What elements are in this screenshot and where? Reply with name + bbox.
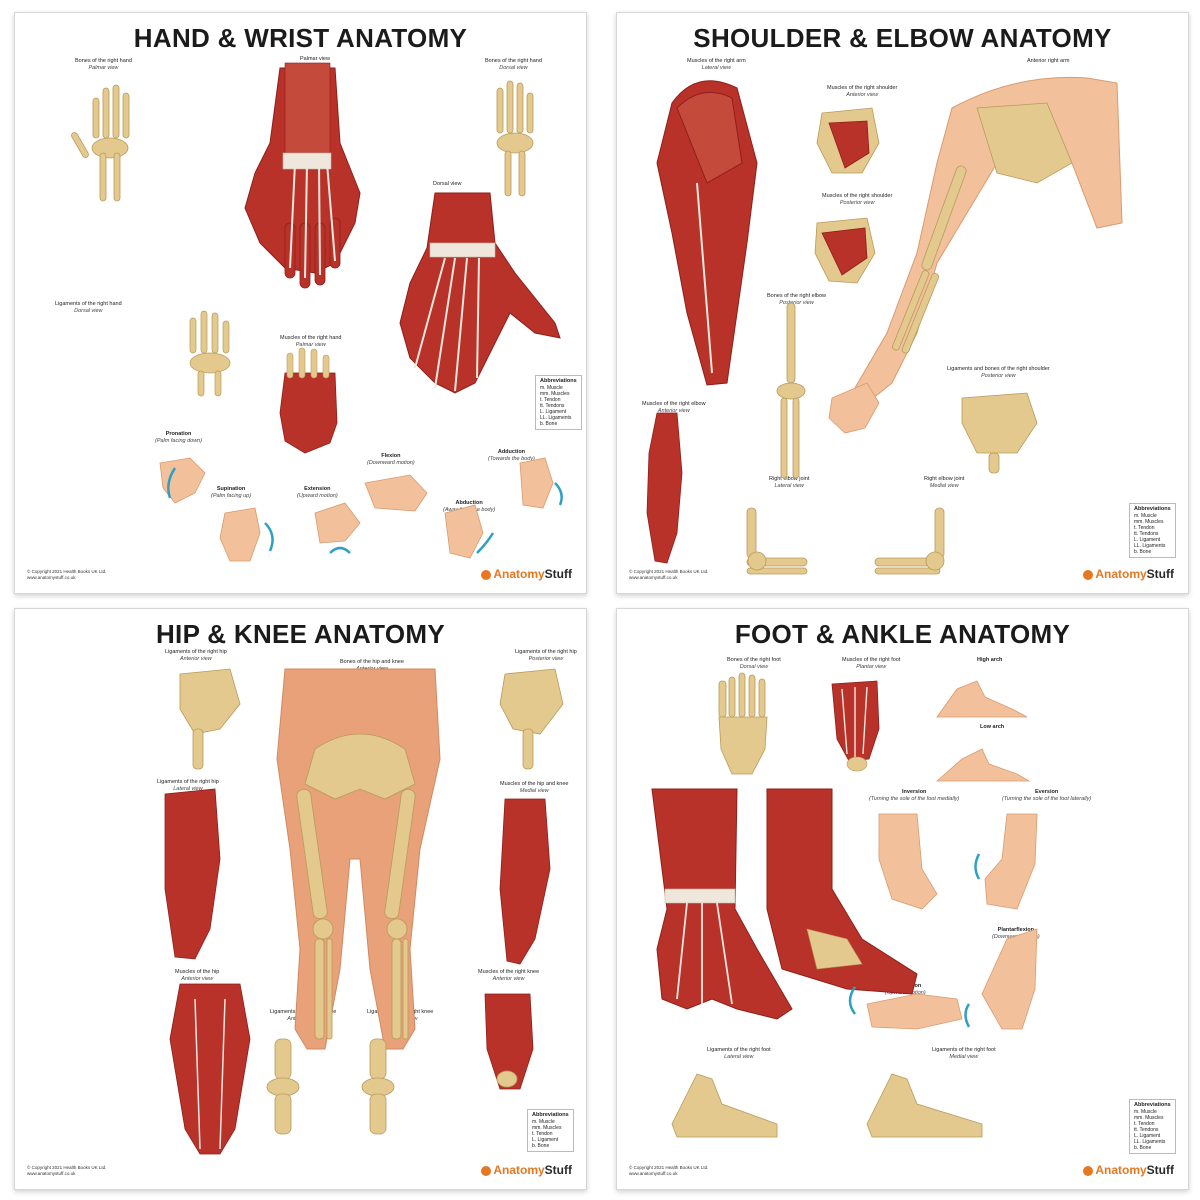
motion-label-eversion: Eversion(Turning the sole of the foot la… xyxy=(1002,789,1092,802)
fig-label-anterior-arm: Anterior right arm xyxy=(1027,58,1070,64)
elbow-bones-posterior-figure xyxy=(776,302,806,479)
copyright: © Copyright 2021 Health Books UK Ltd.www… xyxy=(27,1165,107,1176)
knee-muscles-figure xyxy=(484,993,534,1090)
leg-foot-medial-figure xyxy=(766,788,918,995)
poster-title: SHOULDER & ELBOW ANATOMY xyxy=(693,23,1112,53)
motion-arrows xyxy=(167,467,563,554)
foot-ankle-illustrations xyxy=(651,672,1038,1138)
hand-bones-dorsal-figure xyxy=(496,80,534,197)
shoulder-anterior-figure xyxy=(816,107,880,174)
leg-foot-anterior-figure xyxy=(651,788,793,1020)
anatomystuff-logo: AnatomyStuff xyxy=(481,567,572,581)
foot-ligaments-figures xyxy=(671,1073,983,1138)
hip-knee-body-figure xyxy=(276,668,441,1050)
shoulder-elbow-illustrations xyxy=(646,76,1123,575)
fig-label-dorsal-view: Dorsal view xyxy=(433,181,462,187)
fig-label-palmar-view: Palmar view xyxy=(300,56,330,62)
motion-label-extension: Extension(Upward motion) xyxy=(297,486,338,499)
copyright: © Copyright 2021 Health Books UK Ltd.www… xyxy=(629,569,709,580)
hand-ligaments-figure xyxy=(189,310,231,397)
motion-label-adduction: Adduction(Towards the body) xyxy=(488,449,535,462)
poster-title: FOOT & ANKLE ANATOMY xyxy=(734,619,1071,649)
elbow-joint-figures xyxy=(746,507,945,575)
foot-flexion-figures xyxy=(866,928,1038,1030)
motion-label-flexion: Flexion(Downward motion) xyxy=(367,453,415,466)
motion-label-inversion: Inversion(Turning the sole of the foot m… xyxy=(869,789,960,802)
motion-arrows xyxy=(848,853,981,1028)
poster-foot-ankle: FOOT & ANKLE ANATOMY Bones of the right … xyxy=(616,608,1189,1190)
hand-muscles-small-figure xyxy=(279,347,338,454)
thigh-muscles-medial-figure xyxy=(499,798,551,965)
fig-label-ligaments-shoulder: Ligaments and bones of the right shoulde… xyxy=(947,366,1050,379)
fig-label-low-arch: Low arch xyxy=(980,724,1005,730)
foot-inversion-eversion-figures xyxy=(878,813,1038,910)
poster-shoulder-elbow: SHOULDER & ELBOW ANATOMY Muscles of the … xyxy=(616,12,1189,594)
motion-label-supination: Supination(Palm facing up) xyxy=(211,486,252,499)
poster-title: HAND & WRIST ANATOMY xyxy=(133,23,468,53)
copyright: © Copyright 2021 Health Books UK Ltd.www… xyxy=(629,1165,709,1176)
poster-hip-knee: HIP & KNEE ANATOMY Ligaments of the righ… xyxy=(14,608,587,1190)
anatomystuff-logo: AnatomyStuff xyxy=(481,1163,572,1177)
foot-bones-dorsal-figure xyxy=(718,672,768,775)
hip-ligaments-anterior-figure xyxy=(179,668,241,770)
hip-ligaments-posterior-figure xyxy=(499,668,564,770)
foot-arch-figures xyxy=(935,680,1031,782)
anatomystuff-logo: AnatomyStuff xyxy=(1083,1163,1174,1177)
foot-muscles-plantar-figure xyxy=(831,680,880,772)
hand-motion-figures xyxy=(159,457,554,562)
hand-dorsal-figure xyxy=(399,192,561,394)
hand-wrist-illustrations xyxy=(71,62,563,562)
copyright: © Copyright 2021 Health Books UK Ltd.www… xyxy=(27,569,107,580)
fig-label-high-arch: High arch xyxy=(977,657,1003,663)
poster-title: HIP & KNEE ANATOMY xyxy=(155,619,446,649)
hip-knee-illustrations xyxy=(164,668,564,1155)
arm-anterior-figure xyxy=(828,76,1123,434)
hip-muscles-anterior-figure xyxy=(169,983,251,1155)
knee-ligaments-figures xyxy=(266,1038,395,1135)
poster-hand-wrist: HAND & WRIST ANATOMY Bones of the right … xyxy=(14,12,587,594)
thigh-muscles-lateral-figure xyxy=(164,788,221,960)
motion-label-pronation: Pronation(Palm facing down) xyxy=(155,431,203,444)
anatomystuff-logo: AnatomyStuff xyxy=(1083,567,1174,581)
elbow-muscles-figure xyxy=(646,412,683,564)
shoulder-ligaments-posterior-figure xyxy=(961,392,1038,474)
hand-bones-palmar-figure xyxy=(71,84,130,202)
arm-muscles-lateral-figure xyxy=(656,80,758,386)
hand-muscles-palmar-figure xyxy=(244,62,361,289)
shoulder-posterior-figure xyxy=(814,217,876,284)
